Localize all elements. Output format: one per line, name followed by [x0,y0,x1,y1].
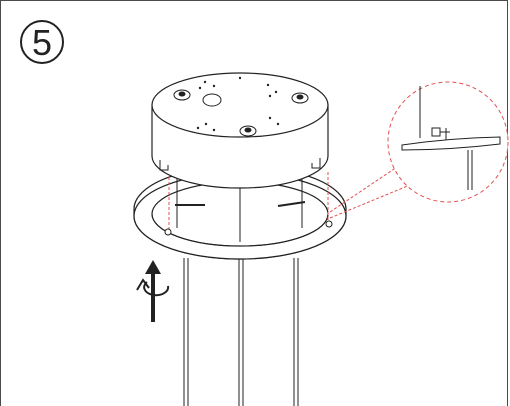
rotate-lift-icon [136,260,170,322]
alignment-guides [168,164,411,232]
ring-screws [164,220,333,236]
canopy-top-holes [173,89,309,137]
detail-callout [387,81,509,203]
ring-support-rods [175,172,306,242]
canopy-body [151,72,329,189]
step-number-badge: 5 [20,20,64,64]
step-number: 5 [31,21,53,63]
suspension-rods [183,240,299,406]
canopy-top-dots [196,76,280,132]
